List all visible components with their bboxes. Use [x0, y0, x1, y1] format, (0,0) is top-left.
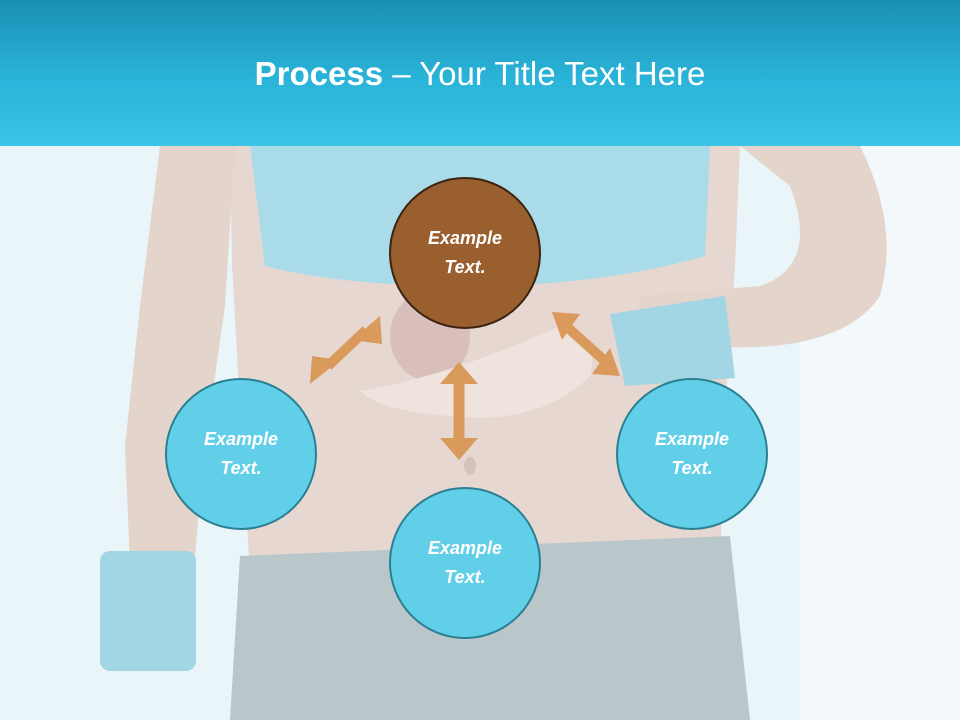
node-left-label: Example Text.: [203, 429, 279, 478]
title-rest: – Your Title Text Here: [383, 55, 706, 92]
title-bold: Process: [254, 55, 384, 92]
slide-title: Process – Your Title Text Here: [0, 52, 960, 96]
header-band: [0, 0, 960, 146]
node-bottom-label: Example Text.: [427, 538, 503, 587]
node-top: Example Text.: [389, 177, 541, 329]
node-top-label: Example Text.: [427, 228, 503, 277]
node-right-label: Example Text.: [654, 429, 730, 478]
node-left: Example Text.: [165, 378, 317, 530]
node-bottom: Example Text.: [389, 487, 541, 639]
node-right: Example Text.: [616, 378, 768, 530]
